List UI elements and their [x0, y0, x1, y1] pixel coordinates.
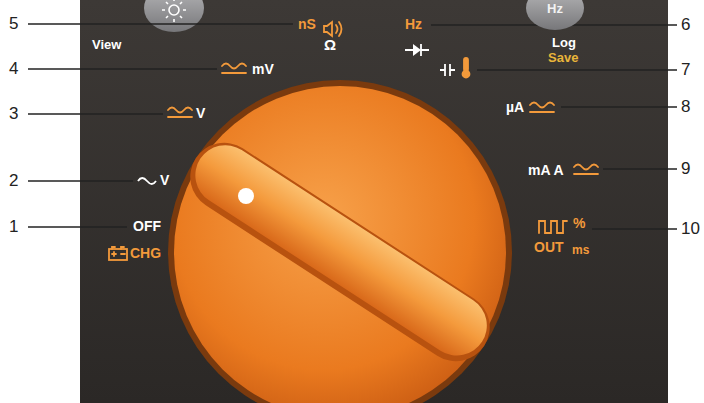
callout-number: 10	[681, 220, 700, 239]
capacitor-symbol	[440, 64, 455, 76]
dial-ring	[168, 80, 512, 403]
square-wave-symbol	[539, 221, 567, 233]
continuity-icon	[324, 22, 342, 36]
rotary-dial	[174, 86, 506, 403]
ac-symbol	[138, 178, 156, 184]
dial-label: %	[573, 216, 585, 231]
dial-label: OFF	[133, 219, 161, 234]
leader-lines	[28, 24, 677, 229]
button-label: Hz	[526, 2, 584, 16]
temperature-icon	[463, 58, 470, 78]
view-button	[144, 0, 204, 32]
dial-label: OUT	[534, 240, 564, 255]
dial-label: µA	[506, 100, 524, 115]
dial-label: nS	[298, 17, 316, 32]
pointer-dot	[238, 188, 254, 204]
dial-label: Hz	[405, 17, 422, 32]
callout-number: 3	[9, 105, 18, 124]
backlight-icon	[162, 0, 186, 22]
diode-symbol	[413, 44, 421, 56]
dial-label: V	[160, 173, 169, 188]
dial-label: mV	[252, 62, 274, 77]
callout-number: 7	[681, 61, 690, 80]
dial-label: V	[196, 106, 205, 121]
dial-knob	[177, 130, 503, 374]
dial-label: mA A	[528, 163, 564, 178]
acdc-symbol	[168, 108, 192, 118]
dial-label: Ω	[324, 37, 336, 54]
acdc-symbol	[530, 103, 554, 113]
battery-icon	[109, 247, 127, 260]
diode-symbol	[405, 44, 429, 56]
callout-number: 4	[9, 60, 18, 79]
button-label: Log	[552, 36, 576, 50]
dial-label: CHG	[130, 246, 161, 261]
button-label: View	[92, 38, 121, 52]
dial-label: ms	[572, 244, 589, 257]
callout-number: 1	[9, 218, 18, 237]
callout-number: 2	[9, 172, 18, 191]
acdc-symbol	[222, 64, 246, 74]
callout-number: 9	[681, 160, 690, 179]
acdc-symbol	[574, 165, 598, 175]
callout-number: 5	[9, 15, 18, 34]
button-label: Save	[548, 51, 578, 65]
callout-number: 8	[681, 98, 690, 117]
callout-number: 6	[681, 16, 690, 35]
